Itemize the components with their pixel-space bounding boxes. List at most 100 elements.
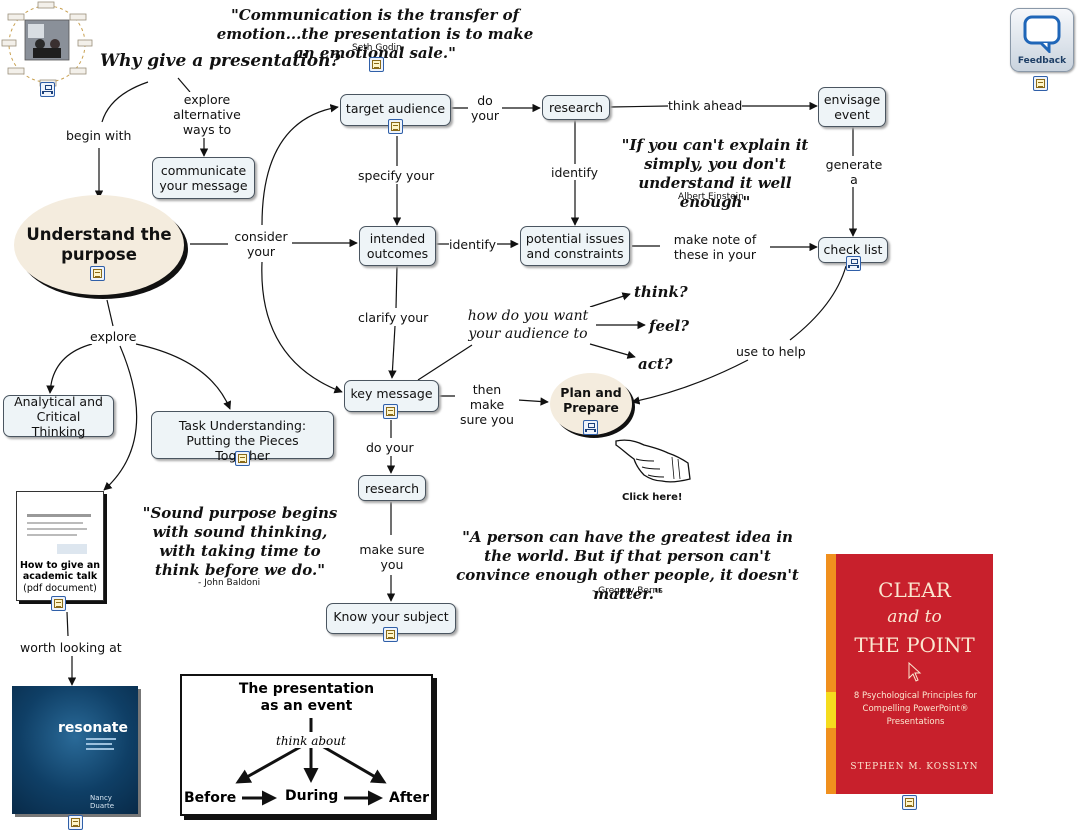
thumb-line bbox=[27, 534, 77, 536]
label-identify-2: identify bbox=[449, 237, 496, 252]
feedback-label: Feedback bbox=[1017, 56, 1067, 66]
book-spine-accent bbox=[826, 692, 836, 728]
clear-to-the-point-book-cover[interactable]: CLEAR and to THE POINT 8 Psychological P… bbox=[826, 554, 993, 794]
label-think-ahead: think ahead bbox=[668, 98, 743, 113]
label-begin-with: begin with bbox=[66, 128, 132, 143]
book-title-line1: CLEAR bbox=[878, 578, 951, 602]
document-icon[interactable] bbox=[388, 119, 403, 134]
thumb-line bbox=[27, 514, 91, 517]
pdf-subtitle: (pdf document) bbox=[23, 583, 97, 594]
cursor-icon bbox=[908, 662, 922, 682]
label-consider-your: consider your bbox=[230, 229, 292, 259]
book-title-line2: and to bbox=[887, 607, 942, 627]
node-research-2[interactable]: research bbox=[358, 475, 426, 501]
node-label: Know your subject bbox=[333, 609, 449, 624]
node-label: research bbox=[548, 100, 604, 115]
node-label: Analytical and Critical Thinking bbox=[14, 393, 103, 439]
quote-berns-attribution: - Gregory Berns bbox=[592, 586, 663, 596]
book-title-line3: THE POINT bbox=[854, 633, 975, 657]
node-label: research bbox=[364, 480, 420, 496]
book-spine-stripe bbox=[826, 554, 836, 794]
label-explore: explore bbox=[90, 329, 137, 344]
book-subtitle: 8 Psychological Principles for Compellin… bbox=[853, 691, 978, 727]
main-node-label: Understand the purpose bbox=[26, 225, 172, 264]
node-check-list[interactable]: check list bbox=[818, 237, 888, 263]
node-label: envisage event bbox=[823, 92, 881, 122]
label-generate-a: generate a bbox=[822, 157, 886, 187]
quote-godin: "Communication is the transfer of emotio… bbox=[216, 6, 534, 62]
quote-berns: "A person can have the greatest idea in … bbox=[456, 528, 799, 603]
resonate-author: Nancy Duarte bbox=[90, 794, 115, 810]
plan-node-label: Plan and Prepare bbox=[560, 385, 622, 415]
node-intended-outcomes[interactable]: intended outcomes bbox=[359, 226, 436, 266]
node-label: intended outcomes bbox=[366, 231, 429, 261]
resonate-title: resonate bbox=[58, 720, 128, 736]
thumb-image bbox=[57, 544, 87, 554]
document-icon[interactable] bbox=[383, 627, 398, 642]
label-do-your: do your bbox=[468, 93, 502, 123]
cover-line bbox=[86, 738, 116, 740]
document-icon[interactable] bbox=[235, 451, 250, 466]
document-icon[interactable] bbox=[51, 596, 66, 611]
pdf-document-thumbnail[interactable]: How to give an academic talk (pdf docume… bbox=[16, 491, 104, 601]
book-author: STEPHEN M. KOSSLYN bbox=[850, 762, 979, 772]
label-specify-your: specify your bbox=[358, 168, 435, 183]
label-make-sure-you: make sure you bbox=[357, 542, 427, 572]
node-label: key message bbox=[350, 386, 433, 401]
presentation-event-box: The presentation as an event think about… bbox=[180, 674, 433, 816]
pdf-title: How to give an academic talk bbox=[19, 560, 101, 582]
concept-map-link-icon[interactable] bbox=[846, 256, 861, 271]
node-potential-issues[interactable]: potential issues and constraints bbox=[520, 226, 630, 266]
feedback-button[interactable]: Feedback bbox=[1010, 8, 1074, 72]
label-make-note: make note of these in your bbox=[662, 232, 768, 262]
node-envisage-event[interactable]: envisage event bbox=[818, 87, 886, 127]
node-plan-and-prepare[interactable]: Plan and Prepare bbox=[550, 373, 632, 435]
node-analytical-critical-thinking[interactable]: Analytical and Critical Thinking bbox=[3, 393, 114, 439]
concept-map-link-icon[interactable] bbox=[40, 82, 55, 97]
label-then-make-sure: then make sure you bbox=[455, 382, 519, 427]
node-label: check list bbox=[823, 242, 883, 257]
quote-baldoni-attribution: - John Baldoni bbox=[198, 578, 261, 588]
label-think: think? bbox=[634, 283, 688, 301]
document-icon[interactable] bbox=[90, 266, 105, 281]
click-here-label[interactable]: Click here! bbox=[622, 492, 683, 503]
node-task-understanding[interactable]: Task Understanding: Putting the Pieces T… bbox=[151, 411, 334, 463]
document-icon[interactable] bbox=[369, 57, 384, 72]
label-worth-looking-at: worth looking at bbox=[20, 640, 122, 655]
think-about-label: think about bbox=[276, 734, 346, 748]
after-label: After bbox=[389, 790, 430, 806]
node-label: communicate your message bbox=[159, 163, 248, 193]
node-research[interactable]: research bbox=[542, 95, 610, 120]
document-icon[interactable] bbox=[902, 795, 917, 810]
document-icon[interactable] bbox=[68, 815, 83, 830]
node-label: potential issues and constraints bbox=[525, 231, 625, 261]
quote-einstein: "If you can't explain it simply, you don… bbox=[621, 136, 809, 211]
label-explore-alternative: explore alternative ways to bbox=[168, 92, 246, 137]
event-box-title: The presentation as an event bbox=[182, 681, 431, 715]
label-do-your-2: do your bbox=[366, 440, 414, 455]
label-identify: identify bbox=[551, 165, 598, 180]
speech-bubble-icon bbox=[1023, 15, 1061, 53]
before-label: Before bbox=[184, 790, 237, 806]
cover-line bbox=[86, 743, 112, 745]
document-icon[interactable] bbox=[1033, 76, 1048, 91]
cover-line bbox=[86, 748, 114, 750]
concept-map-link-icon[interactable] bbox=[583, 420, 598, 435]
label-act: act? bbox=[638, 355, 673, 373]
event-arrows bbox=[235, 718, 387, 806]
cycle-thumbnail[interactable] bbox=[0, 0, 95, 90]
event-title-text: The presentation as an event bbox=[238, 681, 375, 714]
why-give-presentation: Why give a presentation? bbox=[100, 51, 341, 71]
quote-baldoni: "Sound purpose begins with sound thinkin… bbox=[142, 504, 338, 579]
thumb-line bbox=[27, 522, 83, 524]
node-label: target audience bbox=[345, 101, 446, 116]
label-how-do-you-want: how do you want your audience to bbox=[463, 307, 593, 343]
resonate-book-cover[interactable]: resonate Nancy Duarte bbox=[12, 686, 138, 814]
document-icon[interactable] bbox=[383, 404, 398, 419]
node-communicate-message[interactable]: communicate your message bbox=[152, 157, 255, 199]
quote-godin-attribution: Seth Godin bbox=[352, 43, 402, 53]
pointing-hand-icon[interactable] bbox=[612, 435, 692, 493]
during-label: During bbox=[285, 788, 339, 804]
label-use-to-help: use to help bbox=[736, 344, 806, 359]
